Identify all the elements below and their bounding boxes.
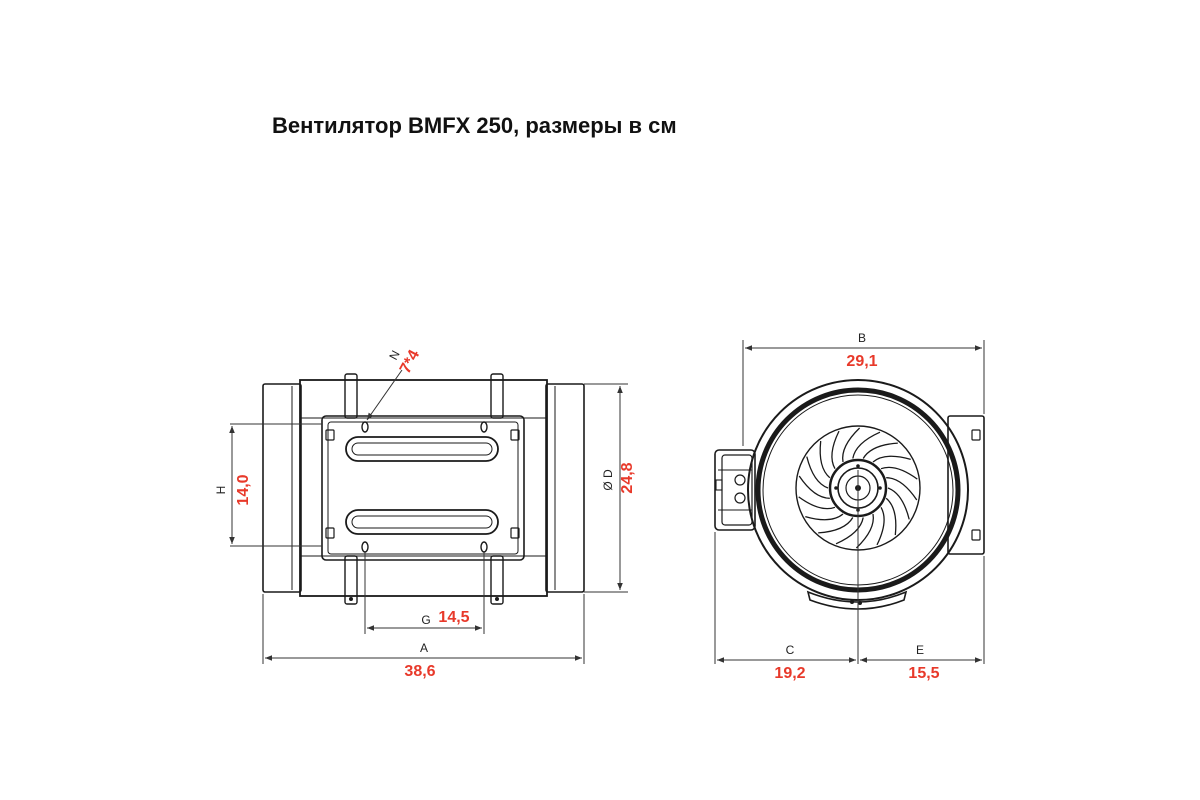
impeller-blade bbox=[798, 496, 836, 510]
mount-foot-top bbox=[490, 373, 504, 419]
dim-e-value: 15,5 bbox=[908, 665, 939, 682]
drawing-title: Вентилятор BMFX 250, размеры в см bbox=[272, 113, 677, 138]
left-flange bbox=[262, 383, 302, 593]
vent-slot-bottom bbox=[345, 509, 499, 535]
impeller-blade bbox=[835, 517, 864, 545]
impeller-blade bbox=[798, 475, 830, 499]
mount-foot-bottom bbox=[344, 555, 358, 605]
dim-g-value: 14,5 bbox=[438, 609, 469, 626]
impeller-blade bbox=[806, 456, 829, 489]
dim-b-label: B bbox=[858, 331, 866, 345]
impeller-blade bbox=[880, 466, 918, 480]
vent-slot-top bbox=[345, 436, 499, 462]
impeller-blade bbox=[842, 427, 861, 463]
mount-hole bbox=[361, 541, 369, 553]
impeller-blade bbox=[886, 477, 918, 501]
mount-foot-bottom bbox=[490, 555, 504, 605]
impeller-blade bbox=[855, 513, 874, 549]
impeller-blade bbox=[818, 517, 854, 534]
dim-d-value: 24,8 bbox=[619, 462, 636, 493]
mount-hole bbox=[480, 421, 488, 433]
fan-housing bbox=[299, 379, 548, 597]
impeller-blade bbox=[872, 455, 911, 463]
impeller-blade bbox=[876, 506, 885, 546]
dim-h-label: H bbox=[214, 486, 228, 495]
dim-h-value: 14,0 bbox=[235, 474, 252, 505]
side-bracket bbox=[947, 415, 985, 555]
mount-hole bbox=[480, 541, 488, 553]
bottom-clamp bbox=[806, 590, 908, 610]
impeller-blade bbox=[819, 440, 831, 479]
impeller-blade bbox=[885, 497, 897, 536]
dim-b-value: 29,1 bbox=[846, 353, 877, 370]
dim-n-label: N bbox=[386, 348, 402, 362]
dim-d-label: Ø D bbox=[601, 469, 615, 491]
motor-panel bbox=[321, 415, 525, 561]
dim-e-label: E bbox=[916, 643, 924, 657]
impeller-blade bbox=[852, 431, 881, 459]
dim-a-label: A bbox=[420, 641, 428, 655]
right-flange bbox=[545, 383, 585, 593]
mount-foot-top bbox=[344, 373, 358, 419]
dim-c-label: C bbox=[786, 643, 795, 657]
impeller-blades bbox=[798, 427, 918, 549]
mount-hole bbox=[361, 421, 369, 433]
side-view: H 14,0 Ø D 24,8 N 7*4 G 14,5 A 38,6 bbox=[214, 347, 636, 680]
dim-c-value: 19,2 bbox=[774, 665, 805, 682]
impeller-blade bbox=[862, 442, 898, 459]
impeller-blade bbox=[887, 487, 910, 520]
terminal-box bbox=[714, 449, 756, 531]
dim-a-value: 38,6 bbox=[404, 663, 435, 680]
front-view: B 29,1 C 19,2 E 15,5 bbox=[714, 331, 985, 682]
dim-g-label: G bbox=[421, 613, 430, 627]
impeller-blade bbox=[831, 430, 840, 470]
impeller-blade bbox=[805, 513, 844, 521]
